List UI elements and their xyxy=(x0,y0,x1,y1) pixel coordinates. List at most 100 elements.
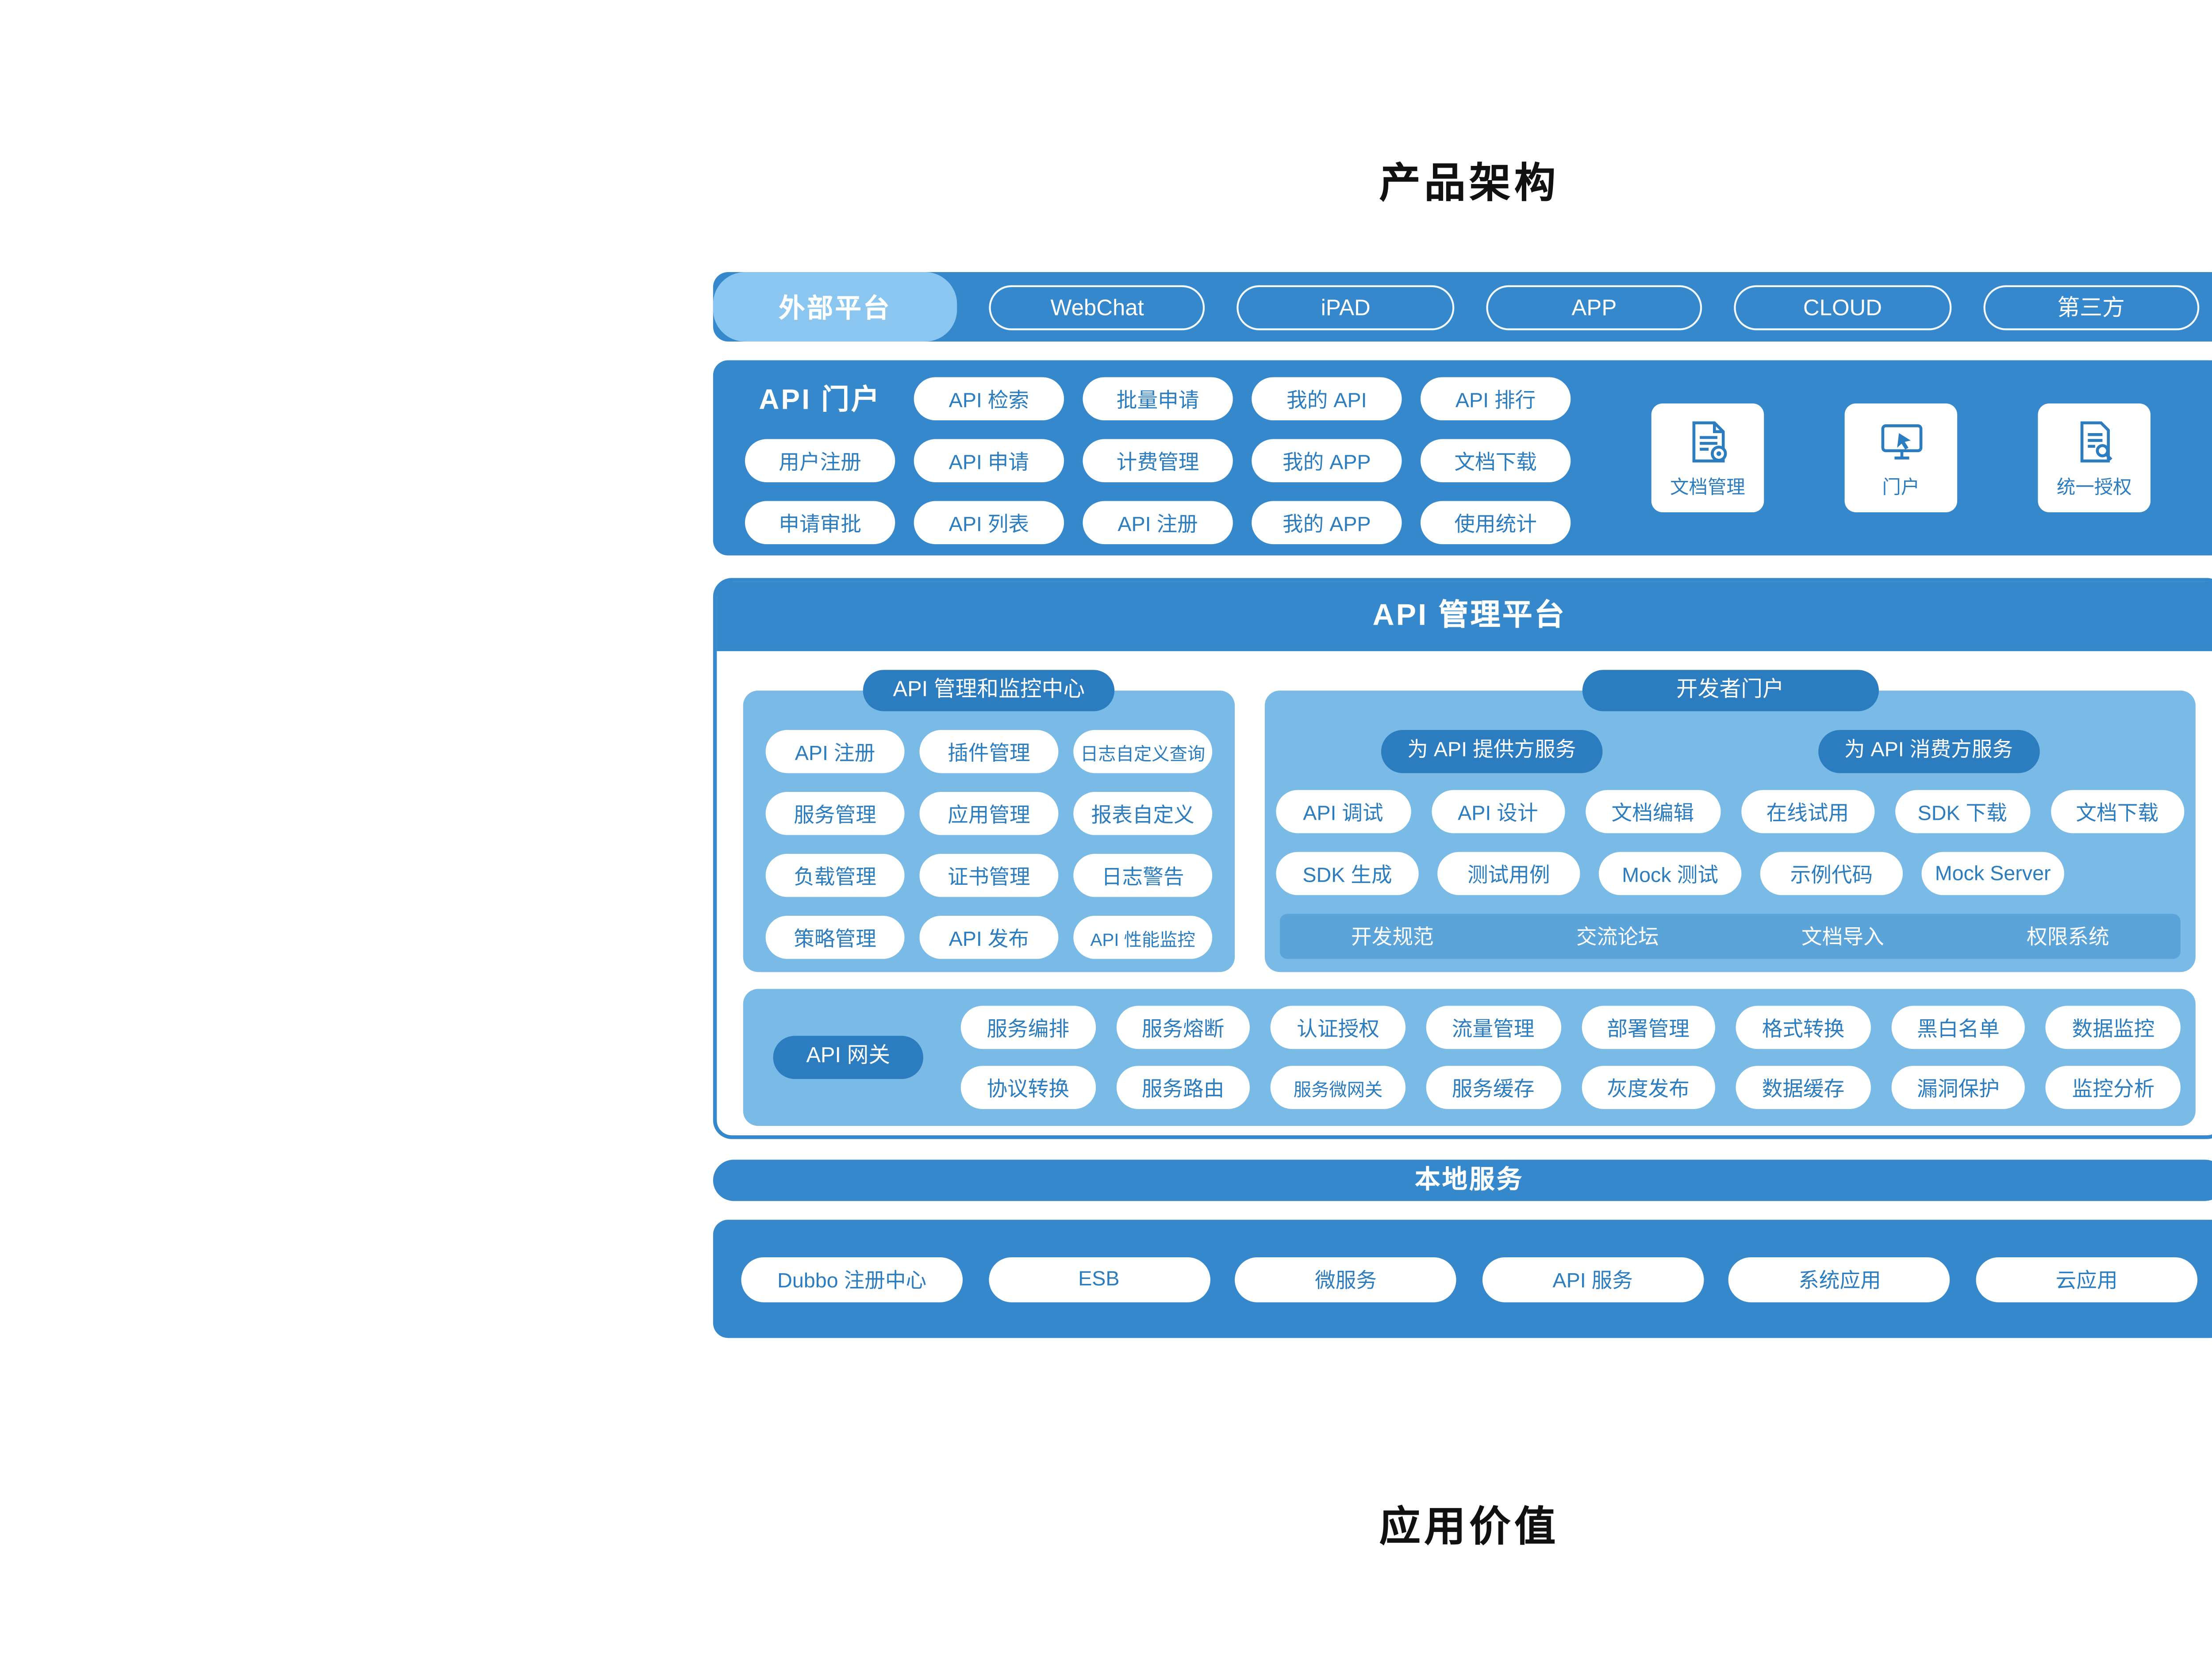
gateway-pill: 灰度发布 xyxy=(1581,1066,1716,1109)
api-portal-section: API 门户 API 检索 批量申请 我的 API API 排行 用户注册 AP… xyxy=(713,360,2212,556)
dev-pill: 文档下载 xyxy=(2050,790,2185,833)
gateway-pill: 数据监控 xyxy=(2046,1006,2181,1049)
gateway-row: 服务编排 服务熔断 认证授权 流量管理 部署管理 格式转换 黑白名单 数据监控 xyxy=(960,1006,2181,1049)
api-portal-label: API 门户 xyxy=(759,384,881,417)
gateway-pill: 监控分析 xyxy=(2046,1066,2181,1109)
page-title-bottom: 应用价值 xyxy=(1379,1503,1559,1550)
portal-pill: 批量申请 xyxy=(1083,377,1233,421)
local-service-pill: API 服务 xyxy=(1482,1256,1704,1302)
gateway-pill: 流量管理 xyxy=(1426,1006,1560,1049)
monitor-cursor-icon xyxy=(1880,423,1922,459)
gateway-row: 协议转换 服务路由 服务微网关 服务缓存 灰度发布 数据缓存 漏洞保护 监控分析 xyxy=(960,1066,2181,1109)
developer-portal-panel: 开发者门户 为 API 提供方服务 为 API 消费方服务 API 调试 API… xyxy=(1264,670,2196,972)
band-item: 权限系统 xyxy=(2027,927,2109,950)
external-platform-band: 外部平台 WebChat iPAD APP CLOUD 第三方 xyxy=(713,272,2212,342)
platform-body: API 管理和监控中心 API 注册 插件管理 日志自定义查询 服务管理 应用管… xyxy=(717,651,2212,1135)
monitor-pill: 插件管理 xyxy=(919,730,1059,773)
document-search-icon xyxy=(2079,420,2112,462)
monitor-pill: 负载管理 xyxy=(765,853,905,897)
portal-pill: 使用统计 xyxy=(1420,501,1571,545)
monitor-pill: API 性能监控 xyxy=(1073,915,1213,959)
architecture-diagram: 外部平台 WebChat iPAD APP CLOUD 第三方 API 门户 A… xyxy=(713,272,2212,1338)
portal-pill: 我的 APP xyxy=(1252,439,1402,483)
external-platform-item-thirdparty: 第三方 xyxy=(1982,284,2200,330)
platform-title: API 管理平台 xyxy=(717,581,2212,651)
api-gateway-label: API 网关 xyxy=(773,1036,923,1079)
band-item: 开发规范 xyxy=(1351,927,1434,950)
dev-pill: SDK 下载 xyxy=(1895,790,2030,833)
monitor-pill: 服务管理 xyxy=(765,791,905,835)
monitor-row: 服务管理 应用管理 报表自定义 xyxy=(765,791,1213,835)
monitor-pill: 证书管理 xyxy=(919,853,1059,897)
dev-pill: API 设计 xyxy=(1431,790,1565,833)
consumer-services-subtab: 为 API 消费方服务 xyxy=(1818,730,2039,773)
portal-pill: API 申请 xyxy=(914,439,1064,483)
developer-row: API 调试 API 设计 文档编辑 在线试用 SDK 下载 文档下载 xyxy=(1276,790,2185,833)
gateway-pill: 数据缓存 xyxy=(1736,1066,1870,1109)
local-service-pill: Dubbo 注册中心 xyxy=(741,1256,963,1302)
monitor-pill: 应用管理 xyxy=(919,791,1059,835)
developer-bottom-band: 开发规范 交流论坛 文档导入 权限系统 xyxy=(1279,914,2181,959)
dev-pill: Mock Server xyxy=(1921,852,2064,895)
portal-pill: API 检索 xyxy=(914,377,1064,421)
band-item: 文档导入 xyxy=(1801,927,1884,950)
gateway-pill: 协议转换 xyxy=(960,1066,1095,1109)
gateway-pill: 服务编排 xyxy=(960,1006,1095,1049)
portal-pill: API 列表 xyxy=(914,501,1064,545)
dev-pill: 在线试用 xyxy=(1740,790,1875,833)
monitor-row: API 注册 插件管理 日志自定义查询 xyxy=(765,730,1213,773)
page-title-top: 产品架构 xyxy=(1379,159,1559,207)
local-services-bar: 本地服务 xyxy=(713,1160,2212,1201)
developer-row: SDK 生成 测试用例 Mock 测试 示例代码 Mock Server xyxy=(1276,852,2064,895)
external-platform-tab: 外部平台 xyxy=(713,272,957,342)
platform-panels-row: API 管理和监控中心 API 注册 插件管理 日志自定义查询 服务管理 应用管… xyxy=(743,670,2196,972)
api-portal-row: API 门户 API 检索 批量申请 我的 API API 排行 xyxy=(745,377,1571,421)
external-platform-item-ipad: iPAD xyxy=(1237,284,1454,330)
icon-card-label: 门户 xyxy=(1882,477,1920,499)
monitor-pill: API 注册 xyxy=(765,730,905,773)
api-portal-row: 申请审批 API 列表 API 注册 我的 APP 使用统计 xyxy=(745,501,1571,545)
local-services-items-band: Dubbo 注册中心 ESB 微服务 API 服务 系统应用 云应用 xyxy=(713,1220,2212,1338)
gateway-pill: 漏洞保护 xyxy=(1891,1066,2026,1109)
portal-icon-cards: 文档管理 门户 统 xyxy=(1651,403,2151,512)
dev-pill: SDK 生成 xyxy=(1276,852,1419,895)
icon-card-label: 文档管理 xyxy=(1670,477,1745,499)
gateway-pill: 格式转换 xyxy=(1736,1006,1870,1049)
portal-pill: 用户注册 xyxy=(745,439,895,483)
external-platform-item-cloud: CLOUD xyxy=(1734,284,1951,330)
monitor-pill: 日志自定义查询 xyxy=(1073,730,1213,773)
unified-auth-card: 统一授权 xyxy=(2038,403,2151,512)
local-service-pill: 云应用 xyxy=(1976,1256,2197,1302)
gateway-pill: 服务路由 xyxy=(1116,1066,1251,1109)
portal-pill: 我的 APP xyxy=(1252,501,1402,545)
api-gateway-panel: API 网关 服务编排 服务熔断 认证授权 流量管理 部署管理 格式转换 黑白名… xyxy=(743,989,2196,1126)
monitor-pill: API 发布 xyxy=(919,915,1059,959)
gateway-pill: 黑白名单 xyxy=(1891,1006,2026,1049)
local-service-pill: ESB xyxy=(988,1256,1210,1302)
gateway-pill: 服务缓存 xyxy=(1426,1066,1560,1109)
dev-pill: 示例代码 xyxy=(1760,852,1903,895)
external-platform-item-webchat: WebChat xyxy=(989,284,1206,330)
monitor-center-tab: API 管理和监控中心 xyxy=(863,670,1115,711)
gateway-pill: 部署管理 xyxy=(1581,1006,1716,1049)
monitor-pill: 日志警告 xyxy=(1073,853,1213,897)
portal-pill: API 排行 xyxy=(1420,377,1571,421)
dev-pill: 测试用例 xyxy=(1437,852,1580,895)
api-management-platform-section: API 管理平台 API 管理和监控中心 API 注册 插件管理 日志自定义查询… xyxy=(713,578,2212,1139)
developer-portal-subtabs: 为 API 提供方服务 为 API 消费方服务 xyxy=(1381,730,2039,773)
dev-pill: Mock 测试 xyxy=(1598,852,1742,895)
gateway-pill: 服务熔断 xyxy=(1116,1006,1251,1049)
monitor-row: 策略管理 API 发布 API 性能监控 xyxy=(765,915,1213,959)
portal-pill: 我的 API xyxy=(1252,377,1402,421)
dev-pill: API 调试 xyxy=(1276,790,1410,833)
portal-pill: API 注册 xyxy=(1083,501,1233,545)
api-portal-row: 用户注册 API 申请 计费管理 我的 APP 文档下载 xyxy=(745,439,1571,483)
external-platform-item-app: APP xyxy=(1486,284,1703,330)
provider-services-subtab: 为 API 提供方服务 xyxy=(1381,730,1602,773)
monitor-center-panel: API 管理和监控中心 API 注册 插件管理 日志自定义查询 服务管理 应用管… xyxy=(743,670,1235,972)
monitor-pill: 报表自定义 xyxy=(1073,791,1213,835)
developer-portal-tab: 开发者门户 xyxy=(1582,670,1878,711)
band-item: 交流论坛 xyxy=(1576,927,1659,950)
gateway-pill: 认证授权 xyxy=(1271,1006,1406,1049)
